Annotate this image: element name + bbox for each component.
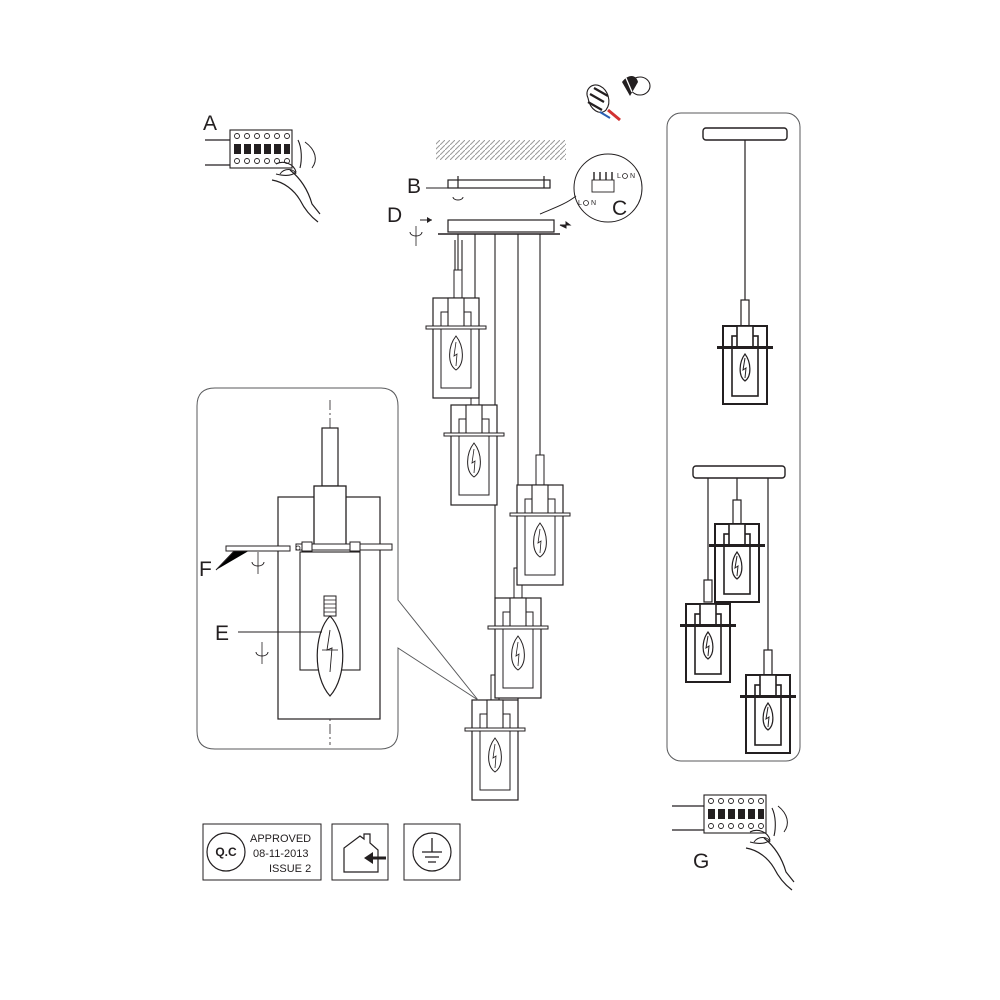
label-f: F (199, 558, 212, 581)
earth-ground-icon (403, 823, 461, 881)
canopy-d: D (387, 204, 572, 246)
label-b: B (407, 175, 421, 198)
shade-detail-box: F E (196, 387, 479, 750)
ceiling-hatch (436, 140, 566, 160)
ceiling-mount: B (407, 140, 566, 201)
qc-issue: ISSUE 2 (269, 863, 311, 875)
lamp-shade-1 (425, 297, 487, 399)
single-pendant (702, 127, 788, 405)
terminal-block-g: G (672, 794, 795, 891)
qc-date: 08-11-2013 (253, 848, 308, 860)
triple-pendant (679, 465, 797, 754)
connector-detail-c: L N L N C (539, 153, 643, 223)
mounting-bracket (447, 179, 551, 189)
alternate-configurations-panel (666, 112, 801, 762)
indoor-use-house-icon (331, 823, 389, 881)
lamp-shade-3 (509, 484, 571, 586)
label-e: E (215, 622, 229, 645)
wire-neutral-label: N (630, 173, 635, 180)
qc-badge: Q.C (215, 845, 237, 859)
terminal-block-a: A (203, 112, 321, 223)
rotate-arrow-icon (452, 196, 464, 201)
screw-anchor-icon (586, 76, 651, 122)
lamp-shade-4 (487, 597, 549, 699)
svg-text:L: L (578, 200, 582, 207)
label-g: G (693, 850, 709, 873)
label-c: C (612, 197, 627, 220)
label-a: A (203, 112, 217, 135)
label-d: D (387, 204, 402, 227)
lamp-shade-5 (464, 699, 526, 801)
qc-stamp: Q.C APPROVED 08-11-2013 ISSUE 2 (202, 823, 322, 881)
qc-status: APPROVED (250, 833, 311, 845)
candle-bulb (316, 615, 344, 697)
svg-text:N: N (591, 200, 596, 207)
lamp-shade-2 (443, 404, 505, 506)
wire-live-label: L (617, 173, 621, 180)
